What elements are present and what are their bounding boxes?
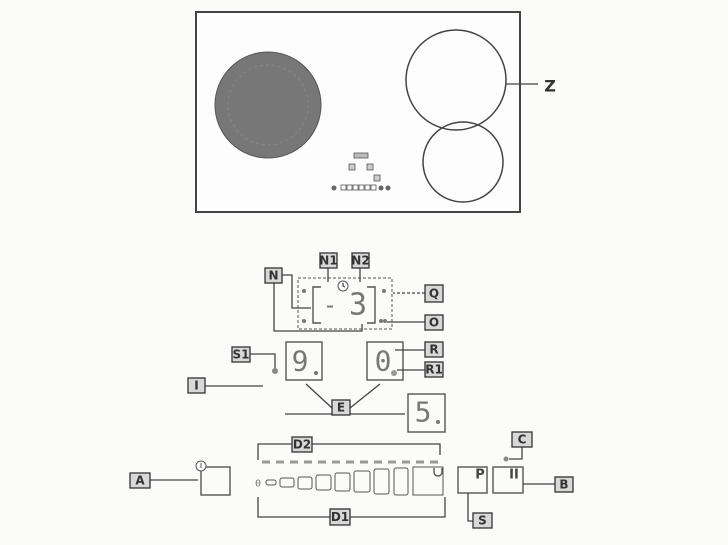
svg-text:D2: D2 <box>293 438 311 452</box>
label-n: N <box>264 267 283 284</box>
s1-indicator-dot <box>272 368 278 374</box>
label-n1: N1 <box>319 252 338 269</box>
active-cooking-zone <box>214 51 322 159</box>
svg-text:E: E <box>337 401 345 415</box>
hob-top-view: Z <box>195 11 556 213</box>
label-a: A <box>129 472 151 489</box>
label-i: I <box>187 377 206 394</box>
label-d2: D2 <box>291 436 313 453</box>
mini-control-panel <box>331 152 391 191</box>
pause-button[interactable]: II <box>492 456 524 494</box>
svg-text:N: N <box>268 269 278 283</box>
z-label: Z <box>544 77 556 96</box>
pause-indicator-dot <box>503 456 509 462</box>
timer-digit-right: 3 <box>349 288 367 323</box>
timer-bracket <box>312 286 376 324</box>
slider-zero-label: 0 <box>255 479 261 490</box>
svg-text:N2: N2 <box>351 254 369 268</box>
zone-left-digit: 9 <box>292 345 309 378</box>
label-n2: N2 <box>351 252 370 269</box>
zone-display-extra: 5 <box>407 393 446 433</box>
svg-text:S1: S1 <box>233 348 250 362</box>
label-r: R <box>424 341 444 358</box>
svg-text:I: I <box>194 379 198 393</box>
timer-dotted-frame <box>297 277 393 330</box>
svg-text:S: S <box>478 514 487 528</box>
zone-display-right: 0 <box>366 341 404 381</box>
cooking-zone-small <box>422 121 504 203</box>
pause-label: II <box>509 468 519 483</box>
label-q: Q <box>424 284 444 303</box>
label-b: B <box>554 476 574 493</box>
label-d1: D1 <box>329 508 351 526</box>
svg-text:A: A <box>135 474 145 488</box>
leader-lines <box>150 268 555 522</box>
zone-extra-digit: 5 <box>415 396 432 429</box>
zone-right-digit: 0 <box>375 345 392 378</box>
zone-display-left: 9 <box>272 341 323 381</box>
label-s: S <box>472 512 493 529</box>
timer-display: - 3 <box>297 277 393 330</box>
svg-text:R1: R1 <box>425 363 443 377</box>
boost-label: P <box>475 468 485 483</box>
label-o: O <box>424 314 444 331</box>
boil-icon <box>433 468 443 477</box>
svg-text:Q: Q <box>429 287 439 301</box>
power-slider[interactable]: 0 <box>255 460 444 496</box>
label-s1: S1 <box>231 346 251 363</box>
timer-digit-left: - <box>323 291 337 319</box>
svg-text:R: R <box>429 343 438 357</box>
cooking-zone-large <box>405 29 507 131</box>
boost-button[interactable]: P <box>457 466 488 494</box>
label-r1: R1 <box>424 361 444 378</box>
svg-text:D1: D1 <box>331 510 349 524</box>
svg-text:O: O <box>429 316 439 330</box>
label-c: C <box>511 431 533 448</box>
label-e: E <box>331 399 351 416</box>
svg-text:N1: N1 <box>319 254 337 268</box>
power-button[interactable] <box>195 460 231 496</box>
svg-text:B: B <box>559 478 568 492</box>
active-zone-inner-ring <box>227 64 309 146</box>
svg-text:C: C <box>518 433 527 447</box>
